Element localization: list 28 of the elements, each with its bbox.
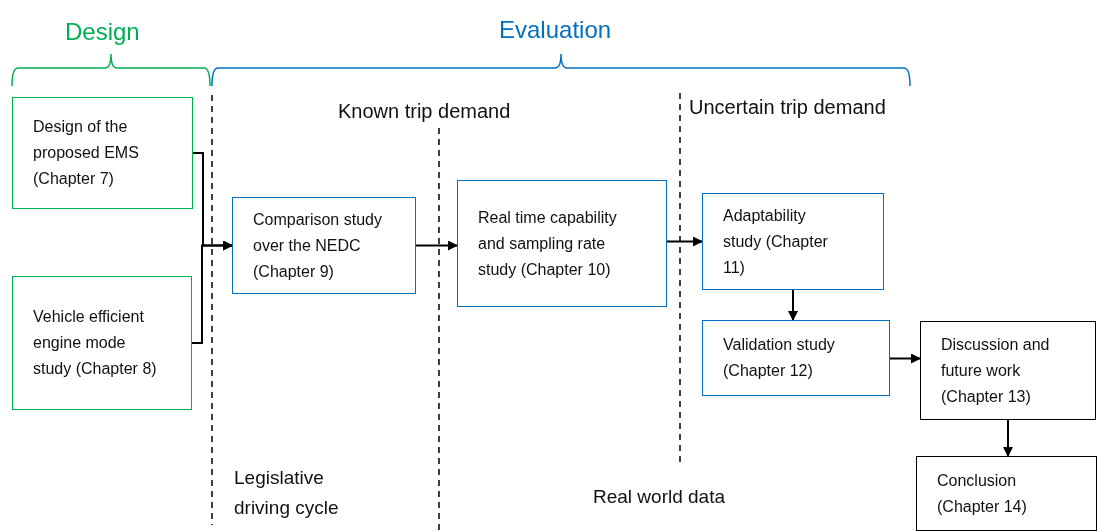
box-text: Conclusion (Chapter 14) — [937, 470, 1028, 517]
process-box — [702, 193, 884, 290]
section-label: Known trip demand — [338, 100, 511, 123]
arrow — [666, 236, 703, 247]
box-text: Vehicle efficient engine mode study (Chapter 8) — [33, 307, 158, 379]
arrow — [788, 289, 798, 321]
box-text: Validation study (Chapter 12) — [723, 335, 836, 381]
process-box — [457, 180, 667, 307]
arrow — [889, 353, 921, 364]
process-box — [920, 321, 1096, 420]
box-text: Real time capability and sampling rate study (Chapter 10) — [478, 207, 618, 280]
section-label: Real world data — [593, 486, 726, 508]
box-text: Discussion and future work (Chapter 13) — [941, 334, 1051, 407]
section-label: Legislative driving cycle — [234, 466, 340, 520]
process-box — [12, 276, 192, 410]
arrow — [1003, 419, 1013, 457]
process-box — [702, 320, 890, 396]
process-box — [12, 97, 193, 209]
process-box — [232, 197, 416, 294]
box-text: Design of the proposed EMS (Chapter 7) — [33, 117, 140, 189]
process-box — [916, 456, 1097, 531]
arrow — [415, 240, 458, 251]
box-text: Adaptability study (Chapter 11) — [723, 205, 829, 278]
section-label: Uncertain trip demand — [689, 96, 886, 119]
phase-heading: Evaluation — [499, 16, 612, 44]
box-text: Comparison study over the NEDC (Chapter 9) — [253, 209, 383, 282]
phase-heading: Design — [65, 18, 140, 46]
arrow — [191, 240, 233, 344]
